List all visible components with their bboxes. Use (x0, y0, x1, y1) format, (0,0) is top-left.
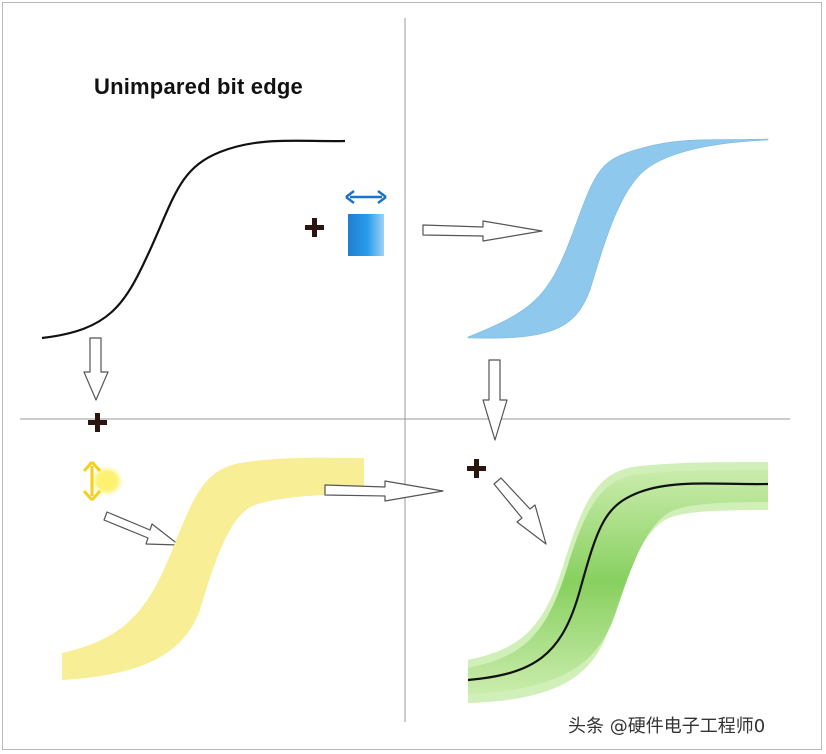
noise-glow-icon (90, 465, 124, 497)
outline-arrow-icon (83, 337, 109, 401)
horizontal-double-arrow-icon (345, 190, 387, 204)
combined-bit-edge-curve (467, 482, 769, 682)
combined-impairment-band (468, 470, 768, 694)
diagram-title: Unimpared bit edge (94, 74, 303, 99)
ideal-bit-edge-curve (41, 139, 346, 340)
outline-arrow-icon (422, 220, 543, 242)
noise-band (62, 457, 364, 680)
jitter-block-icon (348, 214, 384, 256)
vertical-double-arrow-icon (82, 461, 102, 501)
source-watermark: 头条 @硬件电子工程师0 (568, 716, 766, 737)
outline-arrow-icon (493, 477, 547, 545)
jitter-band (467, 138, 769, 339)
outline-arrow-icon (103, 511, 180, 546)
outline-arrow-icon (324, 480, 444, 502)
plus-icon (88, 413, 107, 432)
plus-icon (305, 218, 324, 237)
outline-arrow-icon (482, 359, 508, 441)
plus-icon (467, 459, 486, 478)
